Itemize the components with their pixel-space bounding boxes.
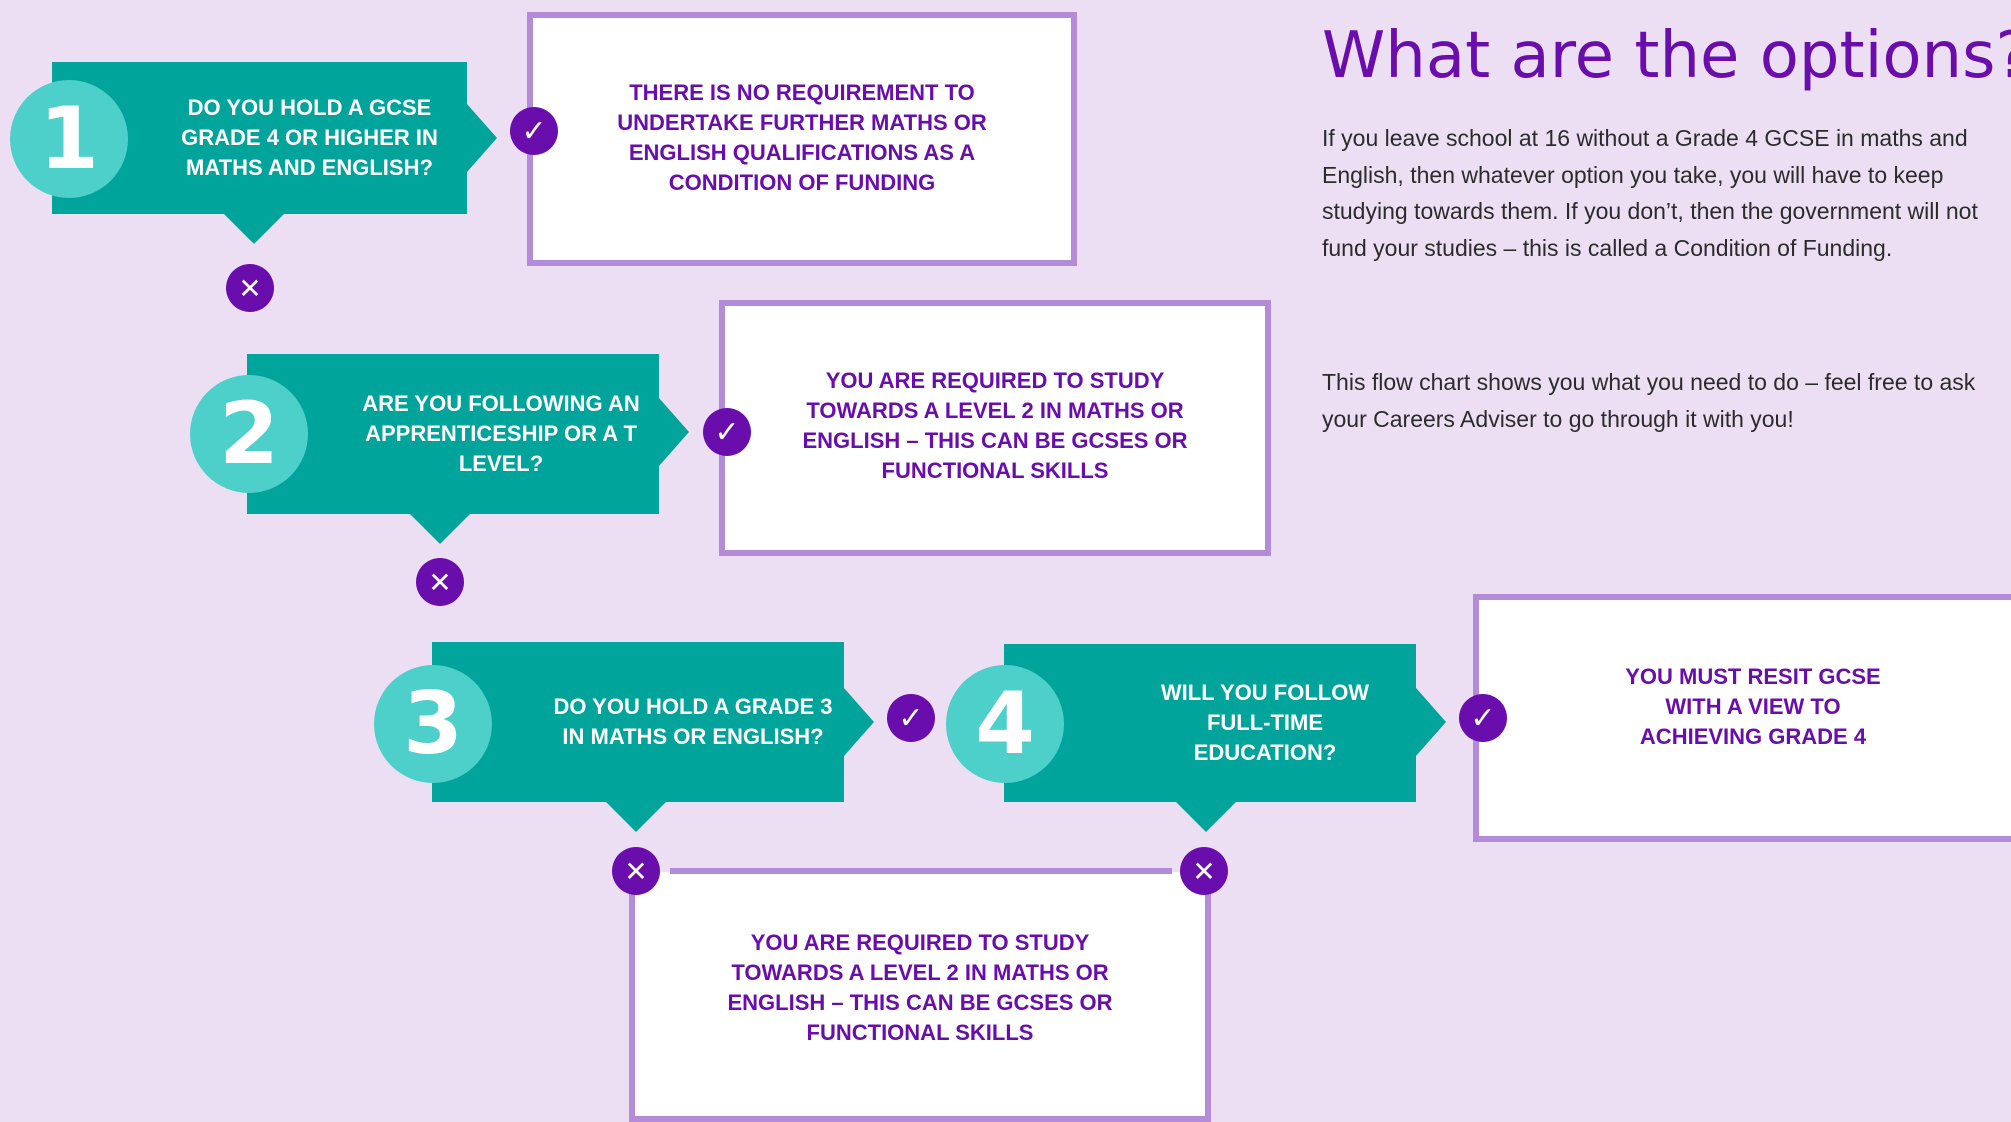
arrow-down-3 <box>606 802 666 832</box>
cross-icon: ✕ <box>1180 847 1228 895</box>
arrow-down-4 <box>1176 802 1236 832</box>
check-icon: ✓ <box>1459 694 1507 742</box>
question-box-3: DO YOU HOLD A GRADE 3 IN MATHS OR ENGLIS… <box>432 642 844 802</box>
step-number-1: 1 <box>10 80 128 198</box>
cross-icon: ✕ <box>416 558 464 606</box>
arrow-down-2 <box>410 514 470 544</box>
question-text-4: WILL YOU FOLLOW FULL-TIME EDUCATION? <box>1160 680 1370 765</box>
outcome-level2-bottom-text: YOU ARE REQUIRED TO STUDY TOWARDS A LEVE… <box>727 930 1113 1045</box>
question-box-2: ARE YOU FOLLOWING AN APPRENTICESHIP OR A… <box>247 354 659 514</box>
question-text-2: ARE YOU FOLLOWING AN APPRENTICESHIP OR A… <box>362 391 640 476</box>
outcome-level2-bottom: YOU ARE REQUIRED TO STUDY TOWARDS A LEVE… <box>629 872 1211 1122</box>
outcome-no-requirement-text: THERE IS NO REQUIREMENT TO UNDERTAKE FUR… <box>617 80 987 195</box>
question-box-4: WILL YOU FOLLOW FULL-TIME EDUCATION? <box>1004 644 1416 802</box>
arrow-right-1 <box>467 104 497 172</box>
question-text-3: DO YOU HOLD A GRADE 3 IN MATHS OR ENGLIS… <box>553 694 833 749</box>
outcome-resit: YOU MUST RESIT GCSE WITH A VIEW TO ACHIE… <box>1473 594 2011 842</box>
step-number-2: 2 <box>190 375 308 493</box>
check-icon: ✓ <box>703 408 751 456</box>
outcome-level2-top-text: YOU ARE REQUIRED TO STUDY TOWARDS A LEVE… <box>802 368 1188 483</box>
step-number-4: 4 <box>946 665 1064 783</box>
arrow-right-4 <box>1416 688 1446 756</box>
page-title: What are the options? <box>1322 19 2011 93</box>
outcome-no-requirement: THERE IS NO REQUIREMENT TO UNDERTAKE FUR… <box>527 12 1077 266</box>
arrow-right-2 <box>659 398 689 466</box>
cross-icon: ✕ <box>226 264 274 312</box>
cross-icon: ✕ <box>612 847 660 895</box>
check-icon: ✓ <box>510 107 558 155</box>
outcome-level2-bottom-top-border <box>670 868 1172 874</box>
check-icon: ✓ <box>887 694 935 742</box>
instructions-paragraph: This flow chart shows you what you need … <box>1322 369 1976 432</box>
outcome-resit-text: YOU MUST RESIT GCSE WITH A VIEW TO ACHIE… <box>1625 664 1881 749</box>
question-text-1: DO YOU HOLD A GCSE GRADE 4 OR HIGHER IN … <box>181 95 438 180</box>
arrow-right-3 <box>844 688 874 756</box>
step-number-3: 3 <box>374 665 492 783</box>
intro-paragraph: If you leave school at 16 without a Grad… <box>1322 125 1978 261</box>
outcome-level2-top: YOU ARE REQUIRED TO STUDY TOWARDS A LEVE… <box>719 300 1271 556</box>
arrow-down-1 <box>224 214 284 244</box>
